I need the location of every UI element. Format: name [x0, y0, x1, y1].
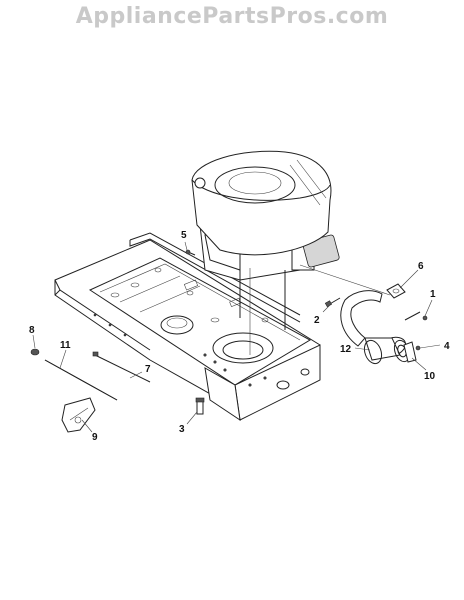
- callout-7: 7: [145, 364, 151, 375]
- callout-8: 8: [29, 325, 35, 336]
- callout-3: 3: [179, 424, 185, 435]
- engine-assembly: [191, 150, 340, 355]
- callout-12: 12: [340, 344, 352, 355]
- callout-10: 10: [424, 371, 436, 382]
- leader-lines: [32, 241, 441, 433]
- callout-4: 4: [444, 341, 450, 352]
- callout-5: 5: [181, 230, 187, 241]
- callout-9: 9: [92, 432, 98, 443]
- callout-6: 6: [418, 261, 424, 272]
- loose-hardware: [30, 249, 205, 433]
- exhaust-assembly: [299, 264, 428, 365]
- watermark-text: AppliancePartsPros.com: [75, 4, 389, 29]
- chassis-frame: [54, 232, 321, 422]
- callout-1: 1: [430, 289, 436, 300]
- callout-11: 11: [60, 340, 71, 351]
- callout-2: 2: [314, 315, 320, 326]
